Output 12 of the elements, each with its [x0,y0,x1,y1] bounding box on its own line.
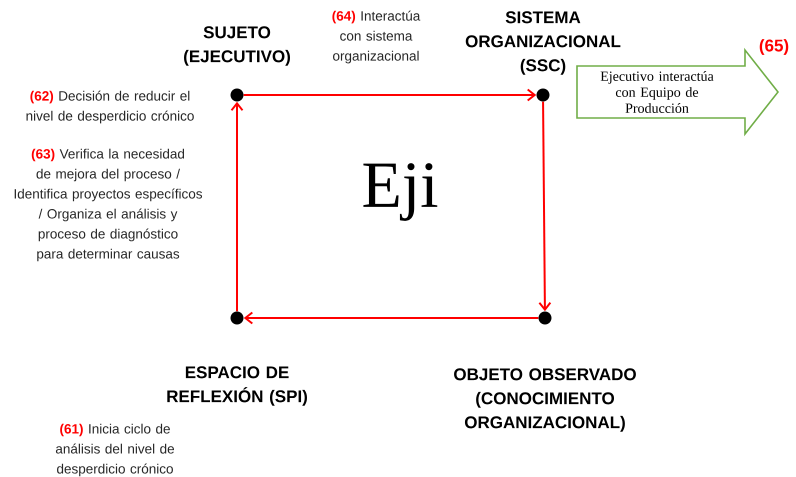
annotation: (63) Verifica la necesidad de mejora del proceso / Identifica proyectos específicos / Organiza el análisis y proceso de diagnóstico para determinar causas [14,148,202,262]
annotation: (62) Decisión de reducir el nivel de desperdicio crónico [26,90,194,124]
arrow [538,102,552,312]
node-heading: OBJETO OBSERVADO (CONOCIMIENTO ORGANIZACIONAL) [454,368,636,432]
node-heading: SUJETO (EJECUTIVO) [184,26,290,66]
arrow [244,312,538,324]
center-symbol: Eji [363,163,438,221]
node-heading: ESPACIO DE REFLEXIÓN (SPI) [167,366,307,406]
arrow [244,88,536,102]
annotation: (61) Inicia ciclo de análisis del nivel de desperdicio crónico [56,424,174,476]
arrow [230,102,244,312]
annotation: (64) Interactúa con sistema organizacional [332,10,420,64]
